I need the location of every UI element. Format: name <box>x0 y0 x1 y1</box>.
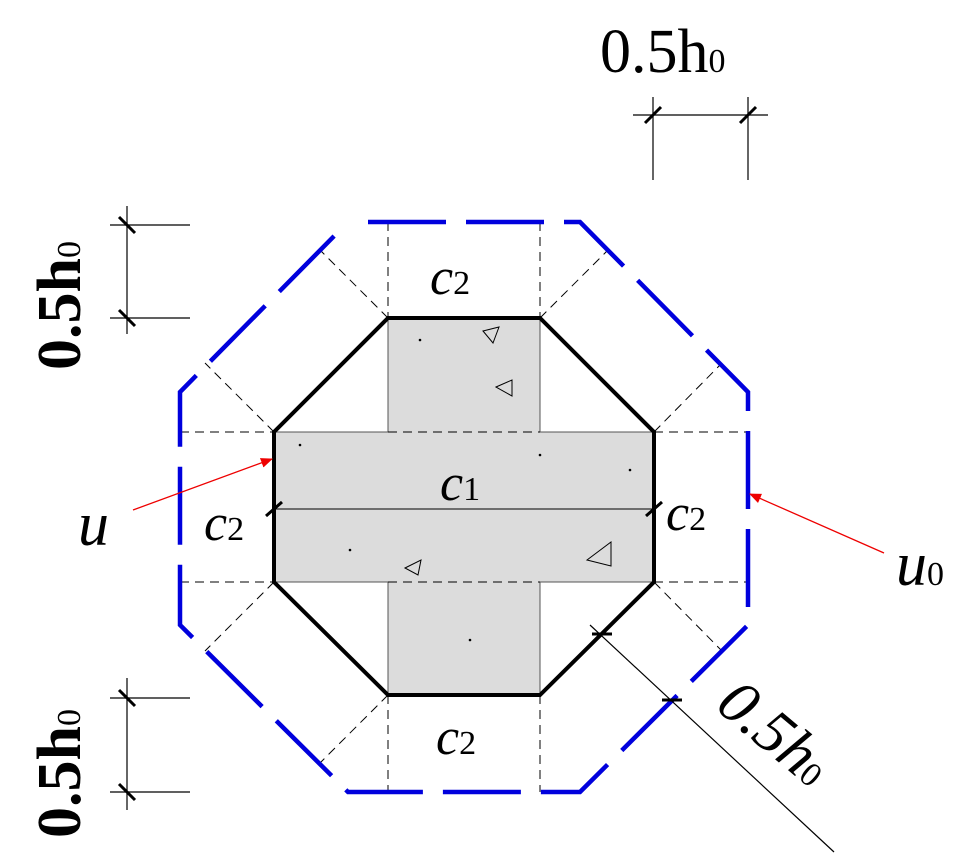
dimension-top <box>633 97 768 180</box>
critical-perimeter-u <box>272 316 656 697</box>
dimension-left-upper <box>110 206 190 334</box>
label-u: u <box>78 491 109 559</box>
label-u0: u0 <box>896 531 944 599</box>
label-c1: c1 <box>440 455 480 512</box>
label-dim-diagonal: 0.5h0 <box>705 667 845 800</box>
label-dim-left-lower: 0.5h0 <box>26 709 94 838</box>
dimension-diagonal <box>589 624 835 853</box>
label-dim-top: 0.5h0 <box>600 18 726 86</box>
label-c2-right: c2 <box>666 485 706 542</box>
outer-perimeter-u0 <box>177 219 751 795</box>
label-c2-bottom: c2 <box>436 709 476 766</box>
label-dim-left-upper: 0.5h0 <box>26 241 94 370</box>
u0-arrow <box>749 493 885 554</box>
dimension-left-lower <box>110 678 190 810</box>
c2-tick-marks <box>265 500 663 518</box>
label-c2-top: c2 <box>430 249 470 306</box>
u-arrow <box>132 458 273 511</box>
concrete-texture <box>298 326 632 642</box>
construction-lines <box>180 222 748 792</box>
label-c2-left: c2 <box>204 495 244 552</box>
